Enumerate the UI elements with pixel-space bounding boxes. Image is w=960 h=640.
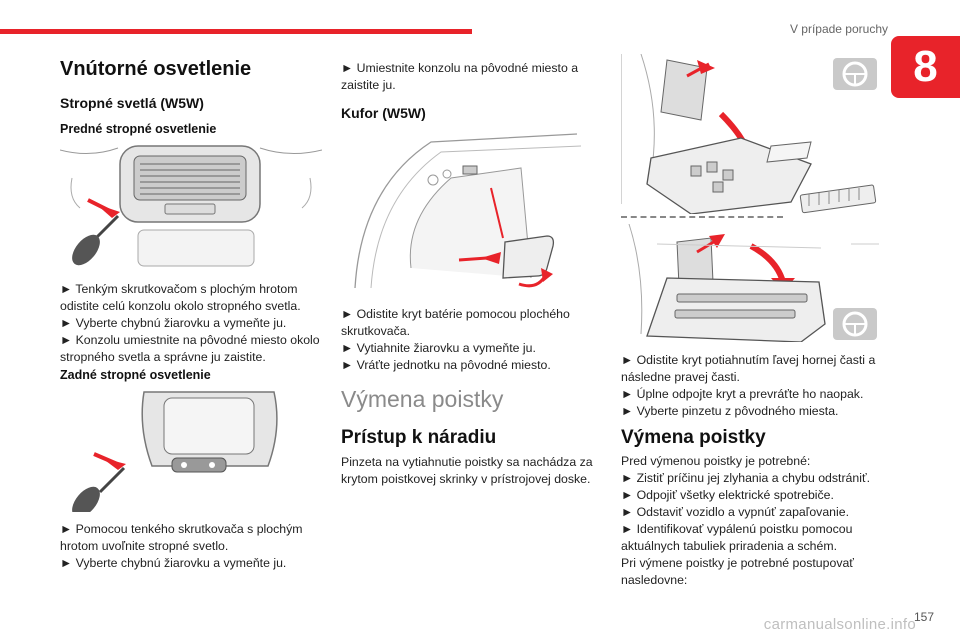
text-line: ► Pomocou tenkého skrutkovača s plochým: [60, 522, 303, 536]
text-line: skrutkovača.: [341, 324, 411, 338]
page-number: 157: [913, 610, 934, 624]
fuse-cover-lhd-illustration: [621, 54, 883, 214]
trunk-light-illustration: [341, 128, 603, 294]
text-line: ► Identifikovať vypálenú poistku pomocou: [621, 522, 853, 536]
cover-removal-steps: ► Odistite kryt potiahnutím ľavej hornej…: [621, 352, 875, 420]
text-line: nasledovne:: [621, 573, 688, 587]
text-line: ► Zistiť príčinu jej zlyhania a chybu od…: [621, 471, 870, 485]
text-line: ► Odstaviť vozidlo a vypnúť zapaľovanie.: [621, 505, 849, 519]
text-line: ► Vráťte jednotku na pôvodné miesto.: [341, 358, 551, 372]
text-line: ► Úplne odpojte kryt a prevráťte ho naop…: [621, 387, 864, 401]
text-line: Pri výmene poistky je potrebné postupova…: [621, 556, 854, 570]
fuse-change-text: Pred výmenou poistky je potrebné: ► Zist…: [621, 453, 870, 589]
text-line: odistite celú konzolu okolo stropného sv…: [60, 299, 301, 313]
text-line: ► Vyberte chybnú žiarovku a vymeňte ju.: [60, 316, 287, 330]
top-accent-bar: [0, 29, 472, 34]
heading-fuse-change: Výmena poistky: [621, 427, 766, 448]
text-line: ► Odpojiť všetky elektrické spotrebiče.: [621, 488, 834, 502]
heading-fuse-replacement: Výmena poistky: [341, 386, 504, 412]
text-line: ► Odistite kryt potiahnutím ľavej hornej…: [621, 353, 876, 367]
text-line: ► Odistite kryt batérie pomocou plochého: [341, 307, 570, 321]
section-title: V prípade poruchy: [789, 22, 888, 36]
text-line: hrotom uvoľnite stropné svetlo.: [60, 539, 229, 553]
text-line: aktuálnych tabuliek priradenia a schém.: [621, 539, 838, 553]
fuse-cover-rhd-illustration: [621, 224, 883, 342]
watermark: carmanualsonline.info: [763, 616, 916, 633]
chapter-tab: 8: [891, 36, 960, 98]
console-refit-steps: ► Umiestnite konzolu na pôvodné miesto a…: [341, 60, 578, 94]
text-line: následne pravej časti.: [621, 370, 740, 384]
heading-front-light: Predné stropné osvetlenie: [60, 122, 217, 136]
text-line: ► Konzolu umiestnite na pôvodné miesto o…: [60, 333, 320, 347]
text-line: ► Umiestnite konzolu na pôvodné miesto a: [341, 61, 579, 75]
heading-trunk: Kufor (W5W): [341, 105, 426, 121]
text-line: ► Vytiahnite žiarovku a vymeňte ju.: [341, 341, 536, 355]
front-ceiling-light-illustration: [60, 138, 322, 270]
text-line: Pinzeta na vytiahnutie poistky sa nachád…: [341, 455, 593, 469]
text-line: zaistite ju.: [341, 78, 396, 92]
text-line: ► Vyberte pinzetu z pôvodného miesta.: [621, 404, 839, 418]
rear-light-steps: ► Pomocou tenkého skrutkovača s plochým …: [60, 521, 303, 572]
tool-access-text: Pinzeta na vytiahnutie poistky sa nachád…: [341, 454, 593, 488]
page-title: Vnútorné osvetlenie: [60, 58, 252, 80]
text-line: krytom poistkovej skrinky v prístrojovej…: [341, 472, 591, 486]
subtitle-ceiling-lights: Stropné svetlá (W5W): [60, 95, 204, 111]
text-line: Pred výmenou poistky je potrebné:: [621, 454, 811, 468]
illustration-divider: [621, 216, 783, 218]
front-light-steps: ► Tenkým skrutkovačom s plochým hrotom o…: [60, 281, 320, 366]
steering-wheel-lhd-icon: [833, 58, 877, 90]
rear-ceiling-light-illustration: [60, 388, 322, 512]
heading-rear-light: Zadné stropné osvetlenie: [60, 368, 211, 382]
text-line: ► Tenkým skrutkovačom s plochým hrotom: [60, 282, 298, 296]
trunk-light-steps: ► Odistite kryt batérie pomocou plochého…: [341, 306, 570, 374]
text-line: ► Vyberte chybnú žiarovku a vymeňte ju.: [60, 556, 287, 570]
heading-tool-access: Prístup k náradiu: [341, 427, 497, 448]
text-line: stropného svetla a správne ju zaistite.: [60, 350, 266, 364]
steering-wheel-rhd-icon: [833, 308, 877, 340]
